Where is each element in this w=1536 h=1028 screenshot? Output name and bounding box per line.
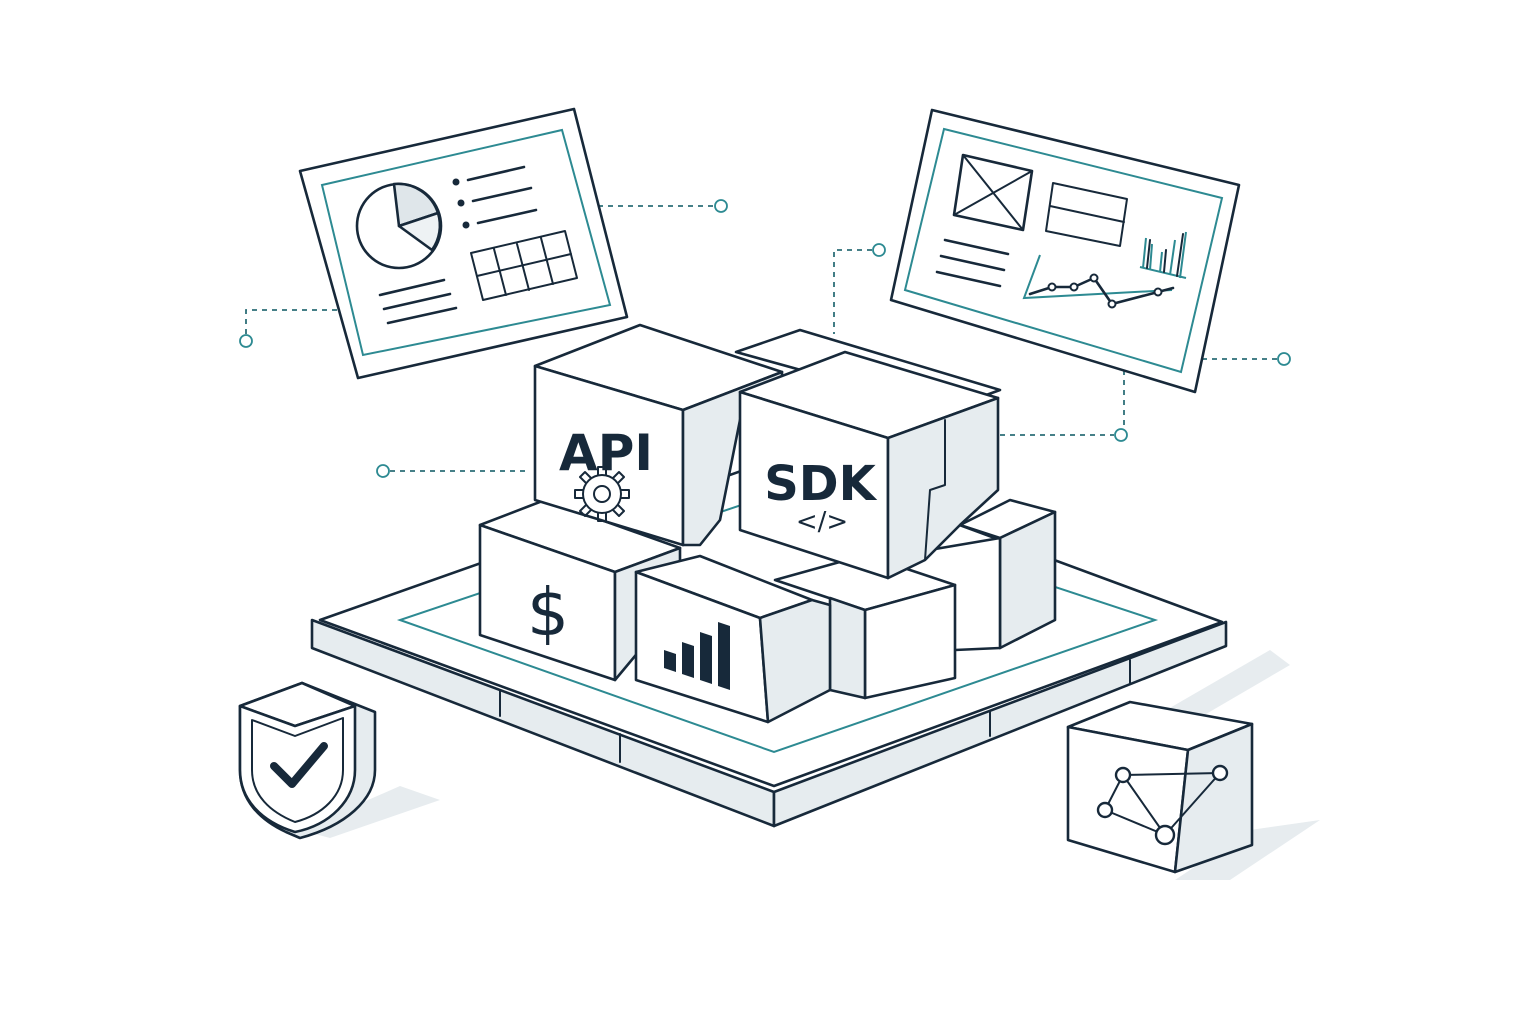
text-lines-icon [378,278,458,325]
shield-check-icon [238,681,440,840]
connector-node [872,243,886,257]
connector-node [1277,352,1291,366]
connector-lines [239,199,1291,478]
api-block: API [533,323,784,547]
bar-chart-icon [664,622,730,690]
gear-icon [574,466,630,522]
code-brackets-icon: </> [796,507,848,537]
line-chart-icon [1022,254,1175,309]
bar-chart-icon [1139,231,1187,279]
billing-label: $ [527,574,569,651]
table-grid-icon [470,230,578,301]
sdk-label: SDK [764,456,877,512]
connector-node [376,464,390,478]
pie-chart-icon [355,182,443,270]
sdk-block: SDK </> [738,350,1000,580]
analytics-block [634,554,832,724]
content-block [1045,182,1128,247]
connector-node [239,334,253,348]
right-dashboard-screen [889,108,1241,394]
connector-node [1114,428,1128,442]
middle-block [773,553,957,700]
left-dashboard-screen [298,107,629,380]
text-lines-icon [935,238,1010,288]
network-cube [1066,700,1320,880]
connector-node [714,199,728,213]
image-placeholder-icon [952,153,1034,232]
network-graph-icon [1096,764,1229,846]
bullet-list-icon [452,165,538,229]
